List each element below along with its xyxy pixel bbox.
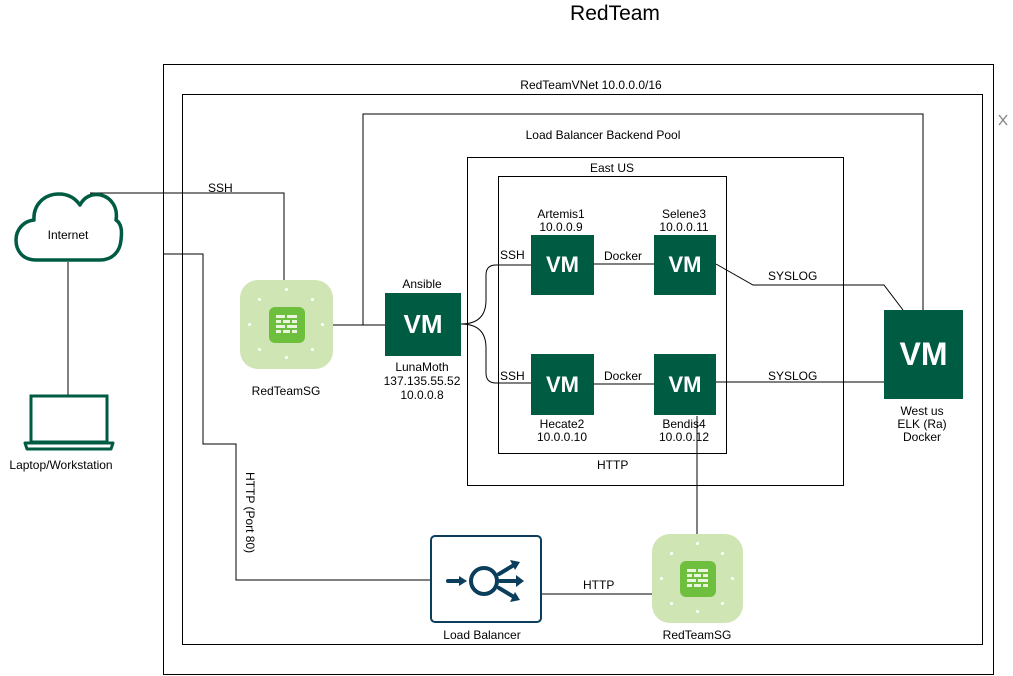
- edge-label-ssh-hecate: SSH: [500, 369, 525, 383]
- elk-docker: Docker: [902, 430, 942, 444]
- edge-label-http-lb: HTTP: [583, 578, 615, 592]
- backend-pool-label: Load Balancer Backend Pool: [525, 128, 681, 142]
- firewall-icon: [679, 560, 716, 597]
- load-balancer: [430, 535, 542, 623]
- vm-elk: VM: [884, 310, 963, 399]
- vm-ansible: VM: [385, 293, 461, 356]
- edge-label-docker-bottom: Docker: [604, 369, 643, 383]
- laptop-label: Laptop/Workstation: [9, 458, 113, 472]
- vm-elk-text: VM: [899, 336, 948, 372]
- load-balancer-icon: [446, 560, 524, 602]
- brick-wall-icon: [276, 315, 297, 333]
- edge-selene-elk: [715, 263, 904, 311]
- artemis-ip: 10.0.0.9: [539, 220, 583, 234]
- bendis-ip: 10.0.0.12: [658, 430, 710, 444]
- vm-selene-text: VM: [668, 252, 702, 277]
- security-group-icon: [652, 534, 743, 623]
- internet-label: Internet: [47, 228, 89, 242]
- edge-label-ssh-artemis: SSH: [500, 248, 525, 262]
- vm-hecate: VM: [531, 354, 594, 415]
- close-icon[interactable]: [998, 114, 1008, 126]
- ansible-ip: 10.0.0.8: [400, 388, 444, 402]
- edge-ansible-hecate: [460, 323, 531, 384]
- vm-selene: VM: [654, 235, 716, 295]
- backend-pool-boundary: [467, 157, 844, 486]
- edge-label-http-port80: HTTP (Port 80): [243, 472, 257, 554]
- load-balancer-label: Load Balancer: [443, 628, 521, 642]
- edge-label-http-pool: HTTP: [597, 458, 629, 472]
- edge-internet-sg-ssh: [90, 192, 285, 280]
- diagram-title: RedTeam: [570, 2, 660, 25]
- elk-region: West us: [900, 404, 944, 418]
- subscription-boundary: [163, 64, 994, 675]
- region-label: East US: [589, 161, 635, 175]
- edge-ansible-artemis: [460, 264, 531, 325]
- laptop-icon: [23, 394, 115, 451]
- edge-label-ssh-internet: SSH: [208, 181, 233, 195]
- vm-hecate-text: VM: [546, 371, 579, 397]
- edge-pool-loop: [362, 113, 924, 325]
- ansible-public-ip: 137.135.55.52: [383, 374, 461, 388]
- vnet-label: RedTeamVNet 10.0.0.0/16: [520, 78, 662, 92]
- selene-name: Selene3: [661, 207, 707, 221]
- ansible-title: Ansible: [402, 277, 442, 291]
- selene-ip: 10.0.0.11: [659, 220, 709, 234]
- brick-wall-icon: [687, 569, 708, 587]
- vm-artemis-text: VM: [546, 252, 579, 277]
- vm-artemis: VM: [531, 235, 594, 295]
- vnet-boundary: [182, 94, 983, 645]
- elk-name: ELK (Ra): [897, 417, 947, 431]
- vm-bendis: VM: [654, 354, 716, 415]
- bendis-name: Bendis4: [662, 417, 706, 431]
- cloud-icon: [14, 192, 124, 262]
- artemis-name: Artemis1: [537, 207, 585, 221]
- east-us-region-boundary: [498, 176, 727, 454]
- hecate-ip: 10.0.0.10: [536, 430, 588, 444]
- edge-label-syslog-bottom: SYSLOG: [768, 369, 818, 383]
- edge-label-docker-top: Docker: [604, 249, 643, 263]
- sg-bottom-label: RedTeamSG: [662, 628, 732, 642]
- edge-internet-lb-http: [163, 253, 430, 581]
- vm-bendis-text: VM: [668, 371, 702, 397]
- hecate-name: Hecate2: [539, 417, 585, 431]
- security-group-icon: [240, 280, 333, 369]
- edge-label-syslog-top: SYSLOG: [768, 269, 818, 283]
- firewall-icon: [268, 306, 305, 343]
- ansible-name: LunaMoth: [395, 360, 449, 374]
- vm-ansible-text: VM: [403, 309, 443, 339]
- sg-top-label: RedTeamSG: [251, 384, 321, 398]
